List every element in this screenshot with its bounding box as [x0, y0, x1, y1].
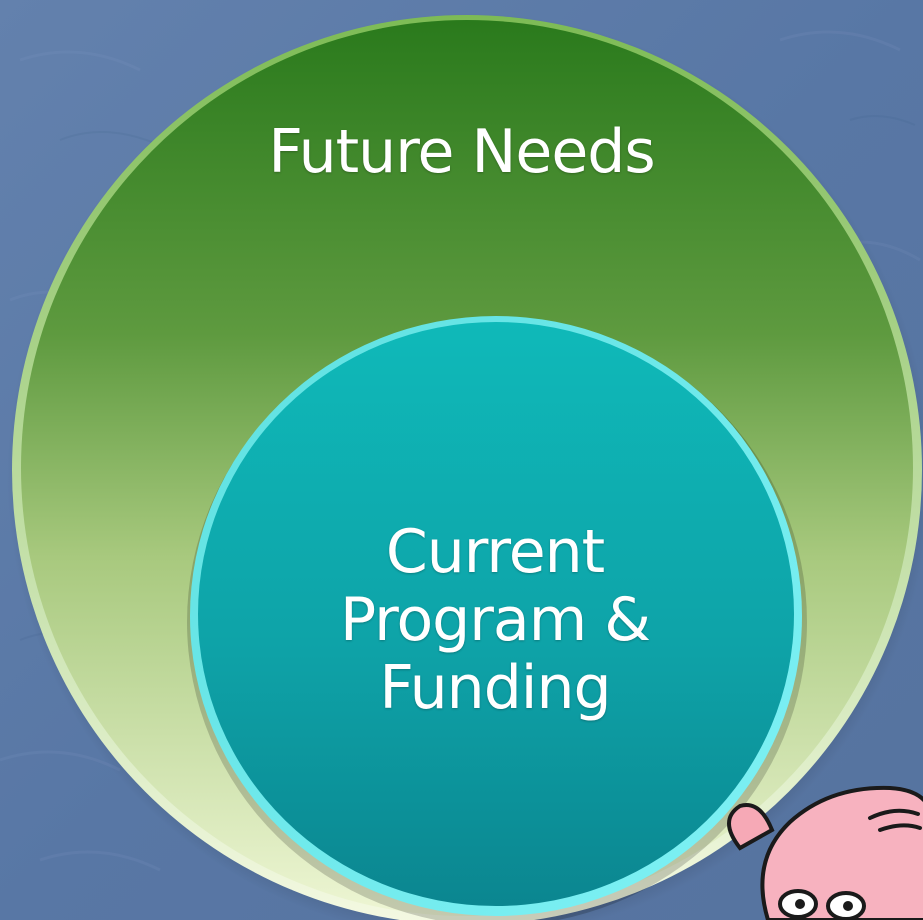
- inner-circle-label-line-1: Current: [385, 517, 605, 587]
- pink-cartoon-face-icon: [727, 785, 923, 920]
- inner-circle-label: Current Program & Funding: [250, 518, 740, 722]
- outer-circle-label: Future Needs: [268, 117, 655, 187]
- inner-circle-label-line-2: Program &: [339, 585, 651, 655]
- inner-circle-label-line-3: Funding: [379, 653, 611, 723]
